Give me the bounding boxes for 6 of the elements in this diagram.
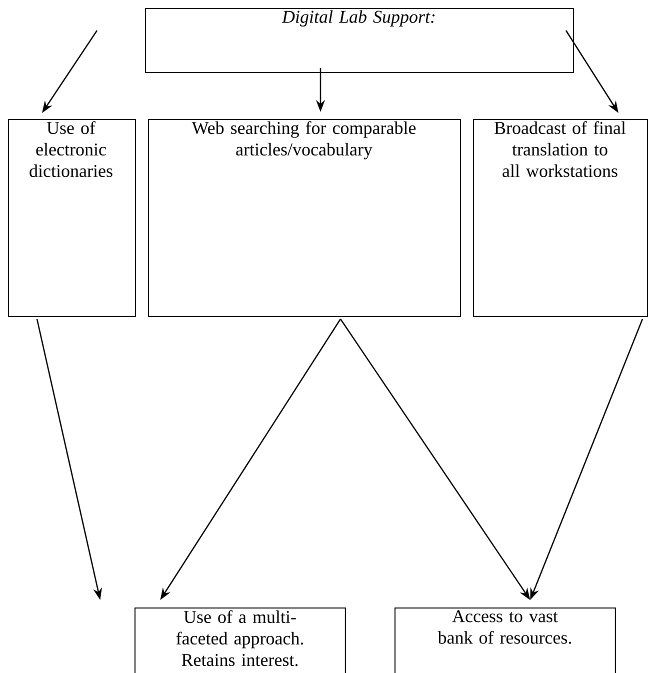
title-box: Digital Lab Support: (145, 8, 574, 73)
process-box: Use of a multi-faceted approach. Retains interest. (134, 608, 346, 673)
process-box: Access to vast bank of resources. (394, 608, 616, 673)
process-box: Broadcast of final translation to all workstations (473, 119, 648, 317)
process-box: Web searching for comparable articles/vocabulary (148, 119, 461, 317)
process-box: Use of electronic dictionaries (8, 119, 136, 317)
